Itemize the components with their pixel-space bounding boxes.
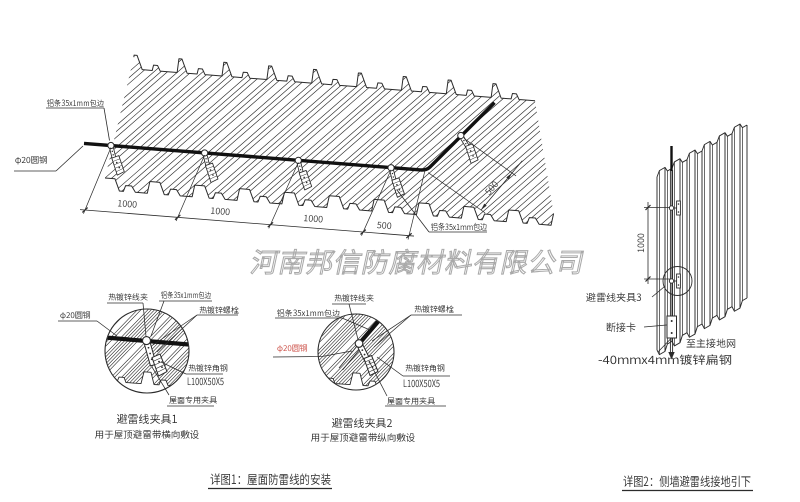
lightning-wire xyxy=(83,101,496,172)
wire-clamp xyxy=(457,131,465,140)
d2-label-clip: 热镀锌线夹 xyxy=(334,293,375,304)
dim-spacing-1: 1000 xyxy=(117,196,138,211)
d1-label-angle: 热镀锌角钢 xyxy=(188,363,228,374)
g-d2-outline xyxy=(317,313,395,391)
wire-clamp xyxy=(107,141,115,150)
d1-label-bolt: 热镀锌螺栓 xyxy=(199,305,239,316)
wall-label-to-ground: 至主接地网 xyxy=(686,335,736,350)
wire-clamp xyxy=(201,149,209,157)
wall-clamp-detail-circle xyxy=(662,266,693,296)
dim-spacing-4: 500 xyxy=(376,218,392,232)
d2-label-angle-size: L100X50X5 xyxy=(403,375,440,390)
caption-detail-1: 详图1：屋面防雷线的安装 xyxy=(210,469,331,488)
d2-subcaption: 用于屋顶避雷带纵向敷设 xyxy=(310,430,416,444)
d1-label-angle-size: L100X50X5 xyxy=(187,373,224,388)
d2-label-bolt: 热镀锌螺栓 xyxy=(414,304,454,315)
wall-label-flat-steel: -40mmx4mm镀锌扁钢 xyxy=(598,352,732,368)
d2-label-strip: 铝条35x1mm包边 xyxy=(277,308,340,319)
d2-caption: 避雷线夹具2 xyxy=(331,415,392,431)
d2-label-roof-clamp: 屋面专用夹具 xyxy=(387,396,436,407)
d1-label-strip: 铝条35x1mm包边 xyxy=(161,290,211,301)
wire-clamp xyxy=(387,164,395,172)
disconnect-link xyxy=(666,315,677,339)
wall-label-clamp3: 避雷线夹具3 xyxy=(585,289,642,304)
d1-subcaption: 用于屋顶避雷带横向敷设 xyxy=(94,427,200,441)
d2-label-angle: 热镀锌角钢 xyxy=(405,363,445,374)
label-round-steel-roof: φ20圆钢 xyxy=(15,154,48,166)
annotation-lines xyxy=(14,107,753,492)
d2-label-round-steel: φ20圆钢 xyxy=(277,343,308,354)
wall-label-disconnect: 断接卡 xyxy=(606,319,636,334)
wall-dim-1000: 1000 xyxy=(634,233,647,253)
wire-clamp xyxy=(294,156,302,164)
watermark-text: 河南邦信防腐材料有限公司 xyxy=(248,240,590,280)
wall-elevation-view xyxy=(643,123,748,360)
d1-label-clip: 热镀锌线夹 xyxy=(108,292,149,303)
label-aluminium-strip-top: 铝条35x1mm包边 xyxy=(47,98,104,109)
dim-spacing-2: 1000 xyxy=(210,204,231,219)
dim-spacing-3: 1000 xyxy=(303,211,324,226)
d1-label-roof-clamp: 屋面专用夹具 xyxy=(169,395,218,406)
label-aluminium-strip-bottom: 铝条35x1mm包边 xyxy=(431,221,487,233)
d1-caption: 避雷线夹具1 xyxy=(116,411,177,427)
g-d1-outline xyxy=(104,308,190,394)
d1-label-round-steel: φ20圆钢 xyxy=(60,310,91,321)
caption-detail-2: 详图2：侧墙避雷线接地引下 xyxy=(623,471,751,490)
